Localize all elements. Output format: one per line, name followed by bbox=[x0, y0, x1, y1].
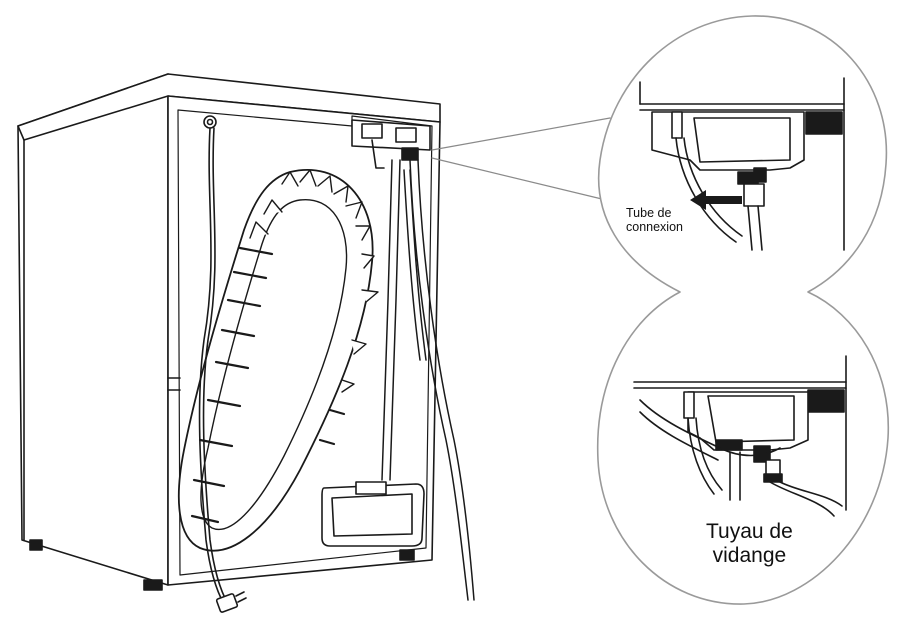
condenser-fins bbox=[250, 170, 378, 392]
condenser-ribs bbox=[192, 248, 344, 522]
callout-leaders bbox=[432, 118, 610, 200]
zoom-bubbles bbox=[598, 16, 889, 604]
connection-tube-label: Tube de connexion bbox=[626, 206, 683, 235]
connection-tube-label-line-2: connexion bbox=[626, 220, 683, 235]
connection-tube-label-line-1: Tube de bbox=[626, 206, 672, 220]
water-container-housing bbox=[322, 482, 424, 546]
power-cord bbox=[200, 116, 246, 613]
drain-hoses bbox=[382, 160, 474, 600]
condenser-assembly bbox=[179, 170, 378, 551]
drain-hose-label: Tuyau de vidange bbox=[706, 520, 793, 568]
drain-hose-label-line-1: Tuyau de bbox=[706, 520, 793, 543]
detail-drain-hose bbox=[634, 356, 846, 516]
drain-hose-label-line-2: vidange bbox=[712, 544, 787, 568]
detail-connection-tube bbox=[640, 78, 844, 250]
drain-connector-block bbox=[352, 120, 430, 168]
